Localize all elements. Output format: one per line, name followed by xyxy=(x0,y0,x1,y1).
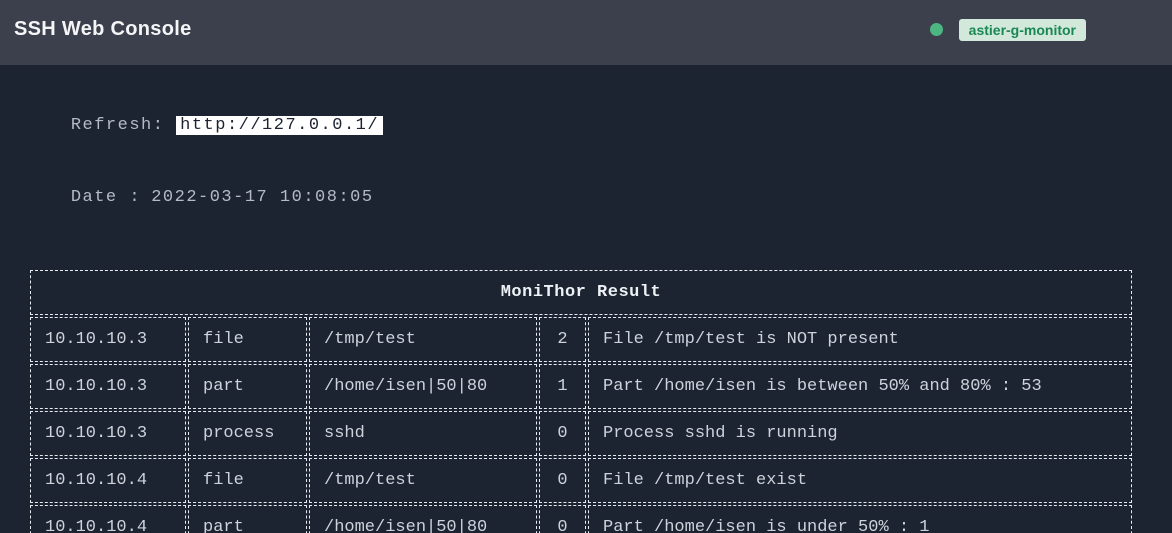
cell-message: File /tmp/test exist xyxy=(588,458,1132,503)
cell-target: /tmp/test xyxy=(309,458,537,503)
status-dot-icon xyxy=(929,23,943,36)
cell-host: 10.10.10.3 xyxy=(30,364,186,409)
app-header: SSH Web Console astier-g-monitor xyxy=(0,0,1172,65)
cell-check-type: process xyxy=(188,411,307,456)
cell-host: 10.10.10.3 xyxy=(30,317,186,362)
cell-status-code: 0 xyxy=(539,458,586,503)
cell-message: Process sshd is running xyxy=(588,411,1132,456)
cell-status-code: 0 xyxy=(539,411,586,456)
monithor-table: MoniThor Result 10.10.10.3 file /tmp/tes… xyxy=(28,268,1134,533)
date-value: 2022-03-17 10:08:05 xyxy=(151,188,374,207)
cell-host: 10.10.10.4 xyxy=(30,505,186,533)
date-label: Date : xyxy=(70,188,142,207)
refresh-url-link[interactable]: http://127.0.0.1/ xyxy=(176,116,384,135)
page-title: SSH Web Console xyxy=(14,18,192,40)
table-title: MoniThor Result xyxy=(30,270,1132,315)
refresh-line: Refresh: http://127.0.0.1/ xyxy=(24,90,1172,162)
cell-host: 10.10.10.3 xyxy=(30,411,186,456)
table-row: 10.10.10.4 part /home/isen|50|80 0 Part … xyxy=(30,505,1132,533)
cell-target: /tmp/test xyxy=(309,317,537,362)
cell-status-code: 2 xyxy=(539,317,586,362)
cell-message: Part /home/isen is between 50% and 80% :… xyxy=(588,364,1132,409)
table-row: 10.10.10.3 part /home/isen|50|80 1 Part … xyxy=(30,364,1132,409)
table-row: 10.10.10.3 process sshd 0 Process sshd i… xyxy=(30,411,1132,456)
cell-message: File /tmp/test is NOT present xyxy=(588,317,1132,362)
cell-message: Part /home/isen is under 50% : 1 xyxy=(588,505,1132,533)
cell-target: /home/isen|50|80 xyxy=(309,505,537,533)
cell-check-type: part xyxy=(188,364,307,409)
cell-check-type: part xyxy=(188,505,307,533)
cell-target: /home/isen|50|80 xyxy=(309,364,537,409)
cell-check-type: file xyxy=(188,317,307,362)
cell-target: sshd xyxy=(309,411,537,456)
table-row: 10.10.10.4 file /tmp/test 0 File /tmp/te… xyxy=(30,458,1132,503)
cell-check-type: file xyxy=(188,458,307,503)
hostname-badge: astier-g-monitor xyxy=(958,18,1086,41)
table-title-row: MoniThor Result xyxy=(30,270,1132,315)
cell-host: 10.10.10.4 xyxy=(30,458,186,503)
date-line: Date : 2022-03-17 10:08:05 xyxy=(24,162,1172,234)
console-output: Refresh: http://127.0.0.1/ Date : 2022-03… xyxy=(0,65,1172,533)
status-group: astier-g-monitor xyxy=(929,18,1086,41)
refresh-label: Refresh: xyxy=(70,116,177,135)
cell-status-code: 0 xyxy=(539,505,586,533)
table-row: 10.10.10.3 file /tmp/test 2 File /tmp/te… xyxy=(30,317,1132,362)
cell-status-code: 1 xyxy=(539,364,586,409)
